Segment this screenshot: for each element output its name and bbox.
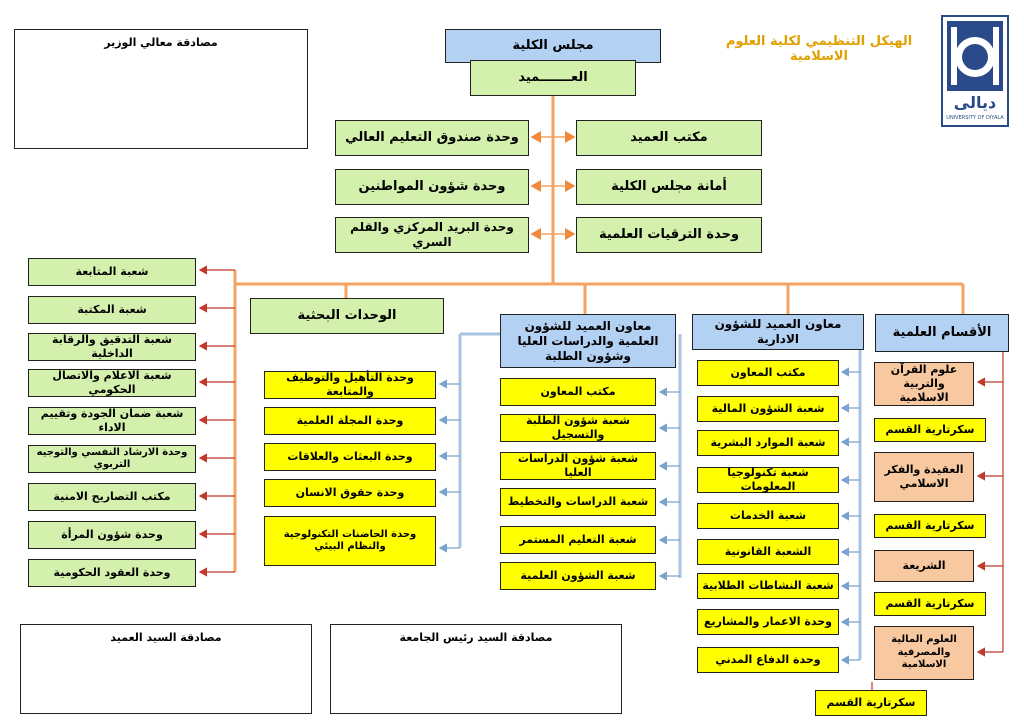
scientific-item-3: شعبة شؤون الدراسات العليا <box>500 452 656 480</box>
research-unit-3: وحدة البعثات والعلاقات <box>264 443 436 471</box>
citizens-affairs-box: وحدة شؤون المواطنين <box>335 169 529 205</box>
admin-item-5: شعبة الخدمات <box>697 503 839 529</box>
scientific-item-5: شعبة التعليم المستمر <box>500 526 656 554</box>
department-2-secretary: سكرتارية القسم <box>874 514 986 538</box>
logo-subtext: UNIVERSITY OF DIYALA <box>946 115 1004 121</box>
admin-assistant-box: معاون العميد للشؤون الادارية <box>692 314 864 350</box>
scientific-item-6: شعبة الشؤون العلمية <box>500 562 656 590</box>
department-1-secretary: سكرتارية القسم <box>874 418 986 442</box>
logo-text: ديالى <box>953 93 997 112</box>
left-section-5: شعبة ضمان الجودة وتقييم الاداء <box>28 407 196 435</box>
research-unit-5: وحدة الحاضنات التكنولوجية والنظام البيئي <box>264 516 436 566</box>
department-4: العلوم المالية والمصرفية الاسلامية <box>874 626 974 680</box>
dean-office-box: مكتب العميد <box>576 120 762 156</box>
admin-item-1: مكتب المعاون <box>697 360 839 386</box>
department-4-secretary: سكرتارية القسم <box>815 690 927 716</box>
department-1: علوم القرآن والتربية الاسلامية <box>874 362 974 406</box>
left-section-7: مكتب التصاريح الامنية <box>28 483 196 511</box>
admin-item-9: وحدة الدفاع المدني <box>697 647 839 673</box>
scientific-assistant-box: معاون العميد للشؤون العلمية والدراسات ال… <box>500 314 676 368</box>
council-secretariat-box: أمانة مجلس الكلية <box>576 169 762 205</box>
admin-item-6: الشعبة القانونية <box>697 539 839 565</box>
admin-item-2: شعبة الشؤون المالية <box>697 396 839 422</box>
departments-box: الأقسام العلمية <box>875 314 1009 352</box>
scientific-item-4: شعبة الدراسات والتخطيط <box>500 488 656 516</box>
left-section-4: شعبة الاعلام والاتصال الحكومي <box>28 369 196 397</box>
president-approval-box: مصادقة السيد رئيس الجامعة <box>330 624 622 714</box>
university-logo: ديالى UNIVERSITY OF DIYALA <box>941 15 1009 127</box>
scientific-item-2: شعبة شؤون الطلبة والتسجيل <box>500 414 656 442</box>
admin-item-3: شعبة الموارد البشرية <box>697 430 839 456</box>
research-unit-2: وحدة المجلة العلمية <box>264 407 436 435</box>
left-section-8: وحدة شؤون المرأة <box>28 521 196 549</box>
promotions-unit-box: وحدة الترقيات العلمية <box>576 217 762 253</box>
chart-title: الهيكل التنظيمي لكلية العلوم الاسلامية <box>725 34 913 64</box>
left-section-3: شعبة التدقيق والرقابة الداخلية <box>28 333 196 361</box>
scientific-item-1: مكتب المعاون <box>500 378 656 406</box>
research-unit-4: وحدة حقوق الانسان <box>264 479 436 507</box>
dean-box: العـــــــميد <box>470 60 636 96</box>
dean-approval-box: مصادقة السيد العميد <box>20 624 312 714</box>
minister-approval-box: مصادقة معالي الوزير <box>14 29 308 149</box>
left-section-6: وحدة الارشاد النفسي والتوجيه التربوي <box>28 445 196 473</box>
admin-item-8: وحدة الاعمار والمشاريع <box>697 609 839 635</box>
admin-item-4: شعبة تكنولوجيا المعلومات <box>697 466 839 493</box>
higher-education-fund-box: وحدة صندوق التعليم العالي <box>335 120 529 156</box>
department-2: العقيدة والفكر الاسلامي <box>874 452 974 502</box>
research-units-box: الوحدات البحثية <box>250 298 444 334</box>
admin-item-7: شعبة النشاطات الطلابية <box>697 573 839 599</box>
left-section-2: شعبة المكتبة <box>28 296 196 324</box>
department-3-secretary: سكرتارية القسم <box>874 592 986 616</box>
research-unit-1: وحدة التأهيل والتوظيف والمتابعة <box>264 371 436 399</box>
left-section-1: شعبة المتابعة <box>28 258 196 286</box>
left-section-9: وحدة العقود الحكومية <box>28 559 196 587</box>
university-seal-icon <box>941 15 1009 127</box>
department-3: الشريعة <box>874 550 974 582</box>
college-council-box: مجلس الكلية <box>445 29 661 63</box>
central-mail-box: وحدة البريد المركزي والقلم السري <box>335 217 529 253</box>
